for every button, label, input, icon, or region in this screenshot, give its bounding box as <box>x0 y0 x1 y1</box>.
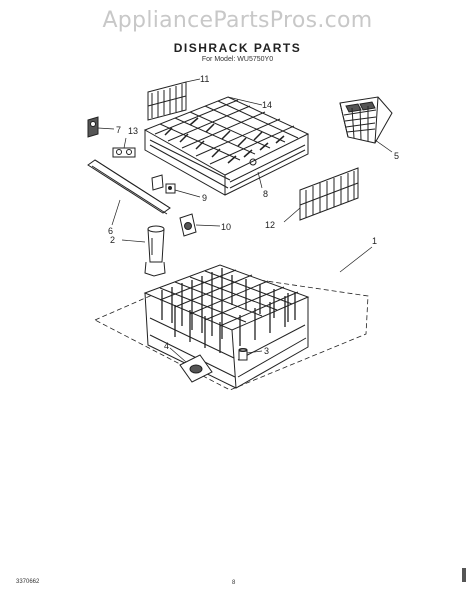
page-title: DISHRACK PARTS <box>173 41 302 55</box>
part-4-rack-wheel <box>179 354 213 383</box>
part-2-spray-tube <box>144 225 166 277</box>
doc-number: 3370662 <box>16 579 40 585</box>
track-end-cap <box>151 174 164 191</box>
part-10-wheel-assembly <box>179 213 197 237</box>
callout-6: 6 <box>108 226 113 236</box>
part-3-cap <box>238 348 248 361</box>
part-5-silverware-basket <box>339 96 393 144</box>
callout-3: 3 <box>264 346 269 356</box>
page-number: 8 <box>232 580 236 586</box>
model-subtitle: For Model: WU5750Y0 <box>201 56 274 63</box>
lower-rack <box>143 264 310 389</box>
callout-8: 8 <box>263 189 268 199</box>
part-6-rack-track <box>87 159 171 215</box>
callout-11: 11 <box>200 74 209 84</box>
callout-12: 12 <box>265 220 275 230</box>
callout-9: 9 <box>202 193 207 203</box>
callout-2: 2 <box>110 235 115 245</box>
watermark: AppliancePartsPros.com <box>102 8 373 33</box>
part-7-stop-clip <box>87 116 99 138</box>
callout-4: 4 <box>164 341 169 351</box>
callout-1: 1 <box>372 236 377 246</box>
callout-13: 13 <box>128 126 138 136</box>
part-13-roller-bracket <box>112 147 136 158</box>
part-14-upper-rack <box>143 96 310 196</box>
part-11-divider <box>147 81 187 121</box>
callout-10: 10 <box>221 222 231 232</box>
part-9-clip <box>165 183 176 194</box>
callout-5: 5 <box>394 151 399 161</box>
part-12-side-divider <box>299 167 359 221</box>
callout-7: 7 <box>116 125 121 135</box>
callout-14: 14 <box>262 100 272 110</box>
edge-mark <box>462 568 466 582</box>
